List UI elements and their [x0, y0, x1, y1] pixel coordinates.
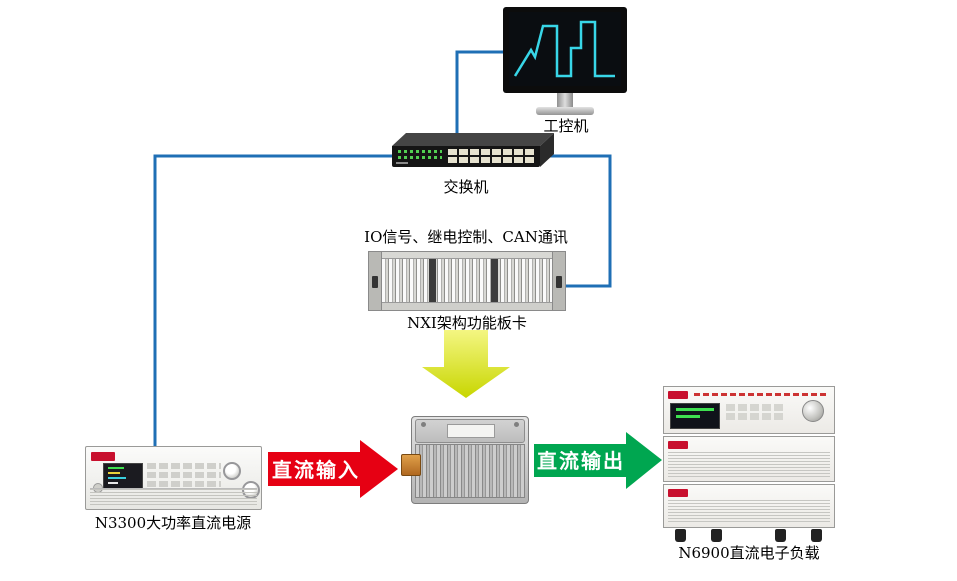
chassis-left-ear — [369, 252, 382, 310]
dut-converter-icon — [401, 416, 529, 504]
line-switch-to-chassis — [548, 154, 612, 288]
dc-source-buttons — [147, 463, 221, 489]
chassis-bottom-rail — [369, 302, 565, 310]
caster-wheel — [775, 529, 786, 542]
dc-load-logo — [668, 489, 688, 497]
line-pc-to-switch — [455, 50, 505, 141]
display-line — [676, 408, 714, 411]
dut-bolt — [421, 422, 426, 427]
caster-wheel — [811, 529, 822, 542]
dc-load-top-unit — [663, 386, 835, 434]
switch-ports — [448, 149, 536, 163]
line-switch-to-source — [153, 154, 393, 449]
industrial-pc-label: 工控机 — [543, 117, 589, 135]
waveform-chart — [513, 20, 615, 78]
switch-brand-mark — [396, 162, 408, 164]
chassis-card-slots — [382, 259, 552, 302]
chassis-dark-module — [491, 259, 498, 302]
dut-top-plate — [415, 419, 525, 443]
dut-label-sticker — [447, 424, 495, 438]
caster-wheel — [711, 529, 722, 542]
dc-load-buttons — [726, 404, 784, 420]
dc-load-model-text — [694, 393, 826, 396]
chassis-handle — [372, 276, 378, 288]
dc-source-terminal — [223, 462, 241, 480]
chassis-dark-module — [429, 259, 436, 302]
network-switch-icon — [392, 133, 556, 169]
display-line — [108, 467, 124, 469]
dc-load-logo — [668, 391, 688, 399]
nxi-chassis-label: NXI架构功能板卡 — [407, 314, 527, 332]
chassis-handle — [556, 276, 562, 288]
monitor-stand-base — [536, 107, 594, 115]
dc-source-label: N3300大功率直流电源 — [94, 514, 252, 532]
dc-load-mid-unit — [663, 436, 835, 482]
nxi-chassis-caption: IO信号、继电控制、CAN通讯 — [364, 228, 568, 246]
dc-input-label: 直流输入 — [272, 458, 360, 482]
dut-input-connector — [401, 454, 421, 476]
switch-leds — [398, 150, 442, 160]
dc-load-display — [670, 403, 720, 429]
dc-load-bottom-unit — [663, 484, 835, 528]
chassis-right-ear — [552, 252, 565, 310]
waveform-line — [513, 20, 615, 78]
dc-load-vents — [668, 452, 830, 477]
network-switch-label: 交换机 — [443, 178, 489, 196]
dc-source-logo — [91, 452, 115, 461]
chassis-top-rail — [369, 252, 565, 259]
dc-input-arrow — [268, 440, 398, 498]
monitor-stand-neck — [557, 93, 573, 108]
dut-bolt — [514, 422, 519, 427]
dc-source-icon — [85, 446, 262, 510]
pc-screen — [509, 12, 621, 86]
display-line — [108, 482, 118, 484]
industrial-pc-icon — [503, 7, 629, 117]
dc-load-label: N6900直流电子负载 — [678, 544, 820, 562]
switch-top-face — [392, 133, 554, 146]
display-line — [108, 477, 126, 479]
display-line — [108, 472, 120, 474]
control-arrow — [422, 330, 510, 398]
nxi-chassis-icon — [368, 251, 566, 311]
dc-load-icon — [663, 386, 835, 544]
dc-load-vents — [668, 500, 830, 523]
dc-load-logo — [668, 441, 688, 449]
led-row — [398, 150, 442, 153]
dc-output-label: 直流输出 — [537, 449, 625, 473]
display-line — [676, 415, 700, 418]
led-row — [398, 156, 442, 159]
dc-source-vents — [90, 488, 257, 505]
dc-load-knob — [802, 400, 824, 422]
dc-output-arrow — [534, 432, 662, 489]
caster-wheel — [675, 529, 686, 542]
dut-cooling-fins — [415, 444, 525, 498]
dc-source-display — [103, 463, 143, 490]
